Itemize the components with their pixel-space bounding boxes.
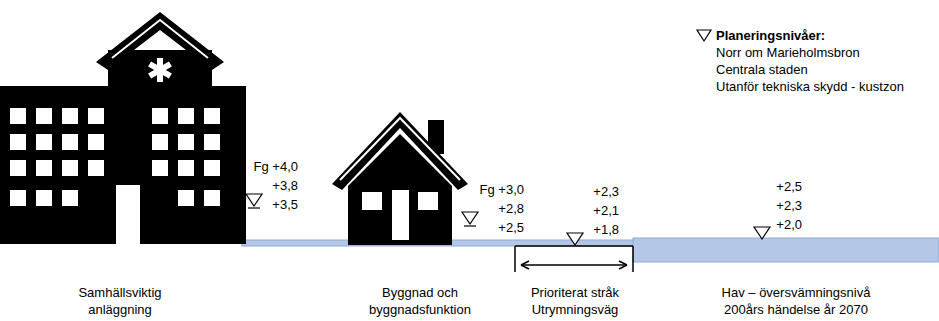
level-value: +2,8: [498, 200, 524, 217]
category-label: Byggnad och byggnadsfunktion: [358, 284, 483, 318]
level-value: +2,5: [498, 219, 524, 236]
level-value: +2,0: [776, 216, 802, 233]
category-label: Samhällsviktig anläggning: [60, 284, 180, 318]
hospital-icon: [0, 12, 246, 244]
category-label: Prioriterat stråk Utrymningsväg: [516, 284, 634, 318]
house-icon: [332, 112, 468, 245]
level-value: Fg +4,0: [254, 158, 298, 175]
level-value: +3,5: [272, 196, 298, 213]
level-value: +2,5: [776, 178, 802, 195]
level-value: +2,3: [593, 183, 619, 200]
legend-line: Centrala staden: [716, 61, 808, 78]
level-symbol: [246, 30, 770, 245]
level-value: +1,8: [593, 221, 619, 238]
level-value: +3,8: [272, 177, 298, 194]
level-value: +2,1: [593, 202, 619, 219]
legend-line: Utanför tekniska skydd - kustzon: [716, 78, 904, 95]
level-value: Fg +3,0: [480, 181, 524, 198]
sea-band: [633, 238, 939, 262]
path-dimension: [515, 246, 633, 272]
level-value: +2,3: [776, 197, 802, 214]
legend-line: Norr om Marieholmsbron: [716, 44, 860, 61]
legend-heading: Planeringsnivåer:: [716, 27, 825, 44]
category-label: Hav – översvämningsnivå 200års händelse …: [704, 284, 889, 318]
